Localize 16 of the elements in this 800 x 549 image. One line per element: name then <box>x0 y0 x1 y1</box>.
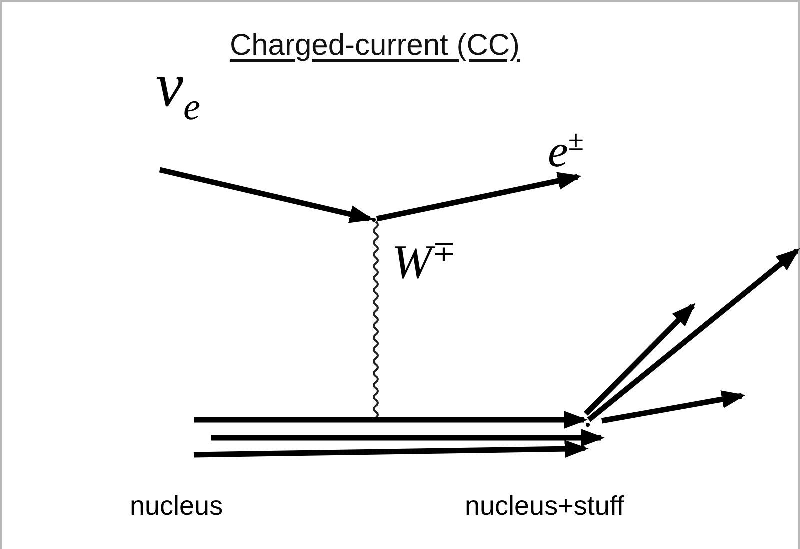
arrow <box>584 303 696 416</box>
arrow <box>194 411 588 429</box>
particle-label: e$^{±}$ <box>548 128 584 174</box>
arrow <box>587 248 800 422</box>
text-label: nucleus+stuff <box>465 493 624 520</box>
arrow <box>376 172 582 222</box>
arrow <box>159 167 374 224</box>
diagram-title: Charged-current (CC) <box>228 28 522 64</box>
arrow <box>602 390 746 424</box>
text-label: nucleus <box>130 493 224 520</box>
arrow <box>194 440 589 458</box>
wavy-line <box>373 221 379 419</box>
arrow <box>211 429 605 447</box>
vertex-point <box>372 218 376 222</box>
vertex-point <box>586 423 590 427</box>
particle-label: ν$_{e}$ <box>156 55 201 127</box>
